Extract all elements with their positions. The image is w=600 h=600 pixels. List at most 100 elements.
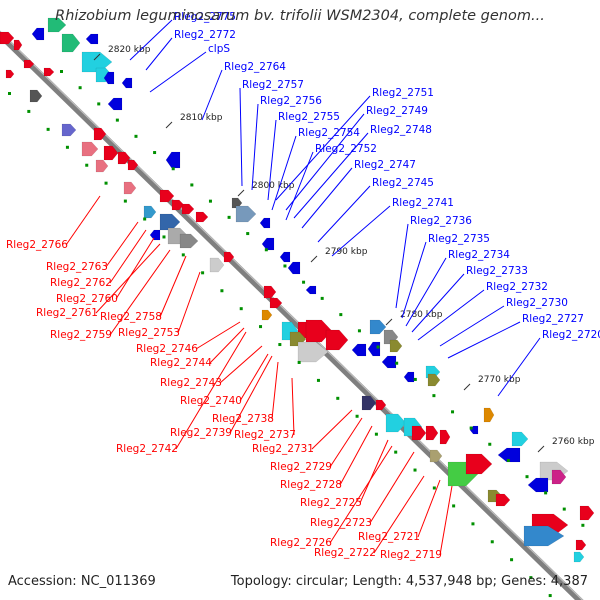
gene-feature (179, 233, 199, 249)
leader-line (109, 229, 147, 284)
track-tick (394, 450, 398, 454)
gene-feature (23, 59, 35, 69)
track-tick (395, 361, 399, 365)
gene-feature (575, 539, 587, 551)
gene-feature (43, 67, 55, 77)
leader-line (497, 337, 541, 397)
track-tick (78, 86, 82, 90)
track-tick (153, 151, 157, 155)
gene-feature (231, 197, 243, 209)
gene-feature (121, 77, 133, 89)
scale-label: 2770 kbp (478, 375, 521, 385)
gene-label-reverse: Rleg2_2753 (118, 327, 180, 339)
track-tick (143, 217, 147, 221)
leader-line (329, 445, 393, 544)
gene-label-forward: Rleg2_2754 (298, 127, 360, 139)
gene-label-forward: Rleg2_2720 (542, 329, 600, 341)
gene-feature (159, 213, 181, 231)
gene-label-forward: Rleg2_2736 (410, 215, 472, 227)
gene-feature (181, 203, 195, 215)
gene-label-reverse: Rleg2_2742 (116, 443, 178, 455)
gene-label-reverse: Rleg2_2721 (358, 531, 420, 543)
gene-feature (0, 31, 15, 45)
gene-feature (381, 355, 397, 369)
leader-line (417, 289, 485, 341)
track-tick (85, 163, 89, 167)
gene-label-forward: Rleg2_2748 (370, 124, 432, 136)
gene-feature (269, 297, 283, 309)
track-tick (548, 594, 552, 598)
accession-text: Accession: NC_011369 (8, 574, 156, 589)
track-tick (201, 271, 205, 275)
leader-line (291, 377, 295, 436)
scale-tick (165, 121, 173, 129)
gene-label-forward: Rleg2_2730 (506, 297, 568, 309)
gene-label-reverse: Rleg2_2739 (170, 427, 232, 439)
scale-label: 2760 kbp (552, 437, 595, 447)
leader-line (149, 51, 207, 93)
gene-label-forward: Rleg2_2732 (486, 281, 548, 293)
gene-feature (81, 51, 113, 73)
gene-label-forward: Rleg2_2741 (392, 197, 454, 209)
gene-label-forward: Rleg2_2735 (428, 233, 490, 245)
leader-line (115, 237, 155, 300)
leader-line (439, 305, 505, 347)
gene-feature (439, 429, 451, 445)
track-tick (134, 134, 138, 138)
gene-label-reverse: Rleg2_2719 (380, 549, 442, 561)
leader-line (251, 103, 259, 191)
gene-label-forward: Rleg2_2734 (448, 249, 510, 261)
leader-line (159, 255, 187, 318)
scale-label: 2810 kbp (180, 113, 223, 123)
leader-line (229, 355, 273, 434)
track-tick (316, 378, 320, 382)
gene-feature (31, 27, 45, 41)
leader-line (219, 345, 263, 384)
gene-feature (367, 341, 381, 357)
leader-line (329, 417, 363, 468)
gene-feature (61, 33, 81, 53)
leader-line (293, 132, 369, 219)
leader-line (109, 249, 171, 336)
leader-line (417, 479, 441, 538)
track-tick (297, 360, 301, 364)
leader-line (447, 321, 521, 359)
genome-title: Rhizobium leguminosarum bv. trifolii WSM… (55, 8, 545, 24)
track-tick (8, 92, 11, 95)
track-tick (278, 343, 282, 347)
track-tick (246, 232, 250, 236)
track-tick (46, 127, 50, 131)
gene-label-reverse: Rleg2_2759 (50, 329, 112, 341)
gene-feature (85, 33, 99, 45)
track-tick (60, 70, 63, 73)
gene-feature (511, 431, 529, 447)
scale-tick (385, 318, 393, 326)
leader-line (311, 409, 353, 450)
track-tick (97, 102, 101, 106)
gene-label-reverse: Rleg2_2725 (300, 497, 362, 509)
genome-summary: Topology: circular; Length: 4,537,948 bp… (230, 574, 588, 589)
gene-feature (165, 151, 181, 169)
track-tick (355, 414, 359, 418)
leader-line (405, 257, 447, 327)
scale-tick (237, 189, 245, 197)
gene-label-reverse: Rleg2_2740 (180, 395, 242, 407)
gene-feature (261, 309, 273, 321)
track-tick (413, 377, 417, 381)
track-tick (320, 296, 324, 300)
gene-feature (117, 151, 131, 165)
gene-feature (95, 159, 109, 173)
leader-line (129, 19, 173, 61)
gene-feature (551, 469, 567, 485)
track-tick (171, 167, 175, 171)
gene-label-reverse: Rleg2_2728 (280, 479, 342, 491)
leader-line (395, 223, 409, 309)
gene-feature (427, 373, 441, 387)
gene-feature (425, 425, 439, 441)
track-tick (302, 280, 306, 284)
gene-label-reverse: Rleg2_2737 (234, 429, 296, 441)
track-tick (529, 576, 533, 580)
track-tick (65, 145, 69, 149)
gene-feature (259, 217, 271, 229)
gene-feature (223, 251, 235, 263)
